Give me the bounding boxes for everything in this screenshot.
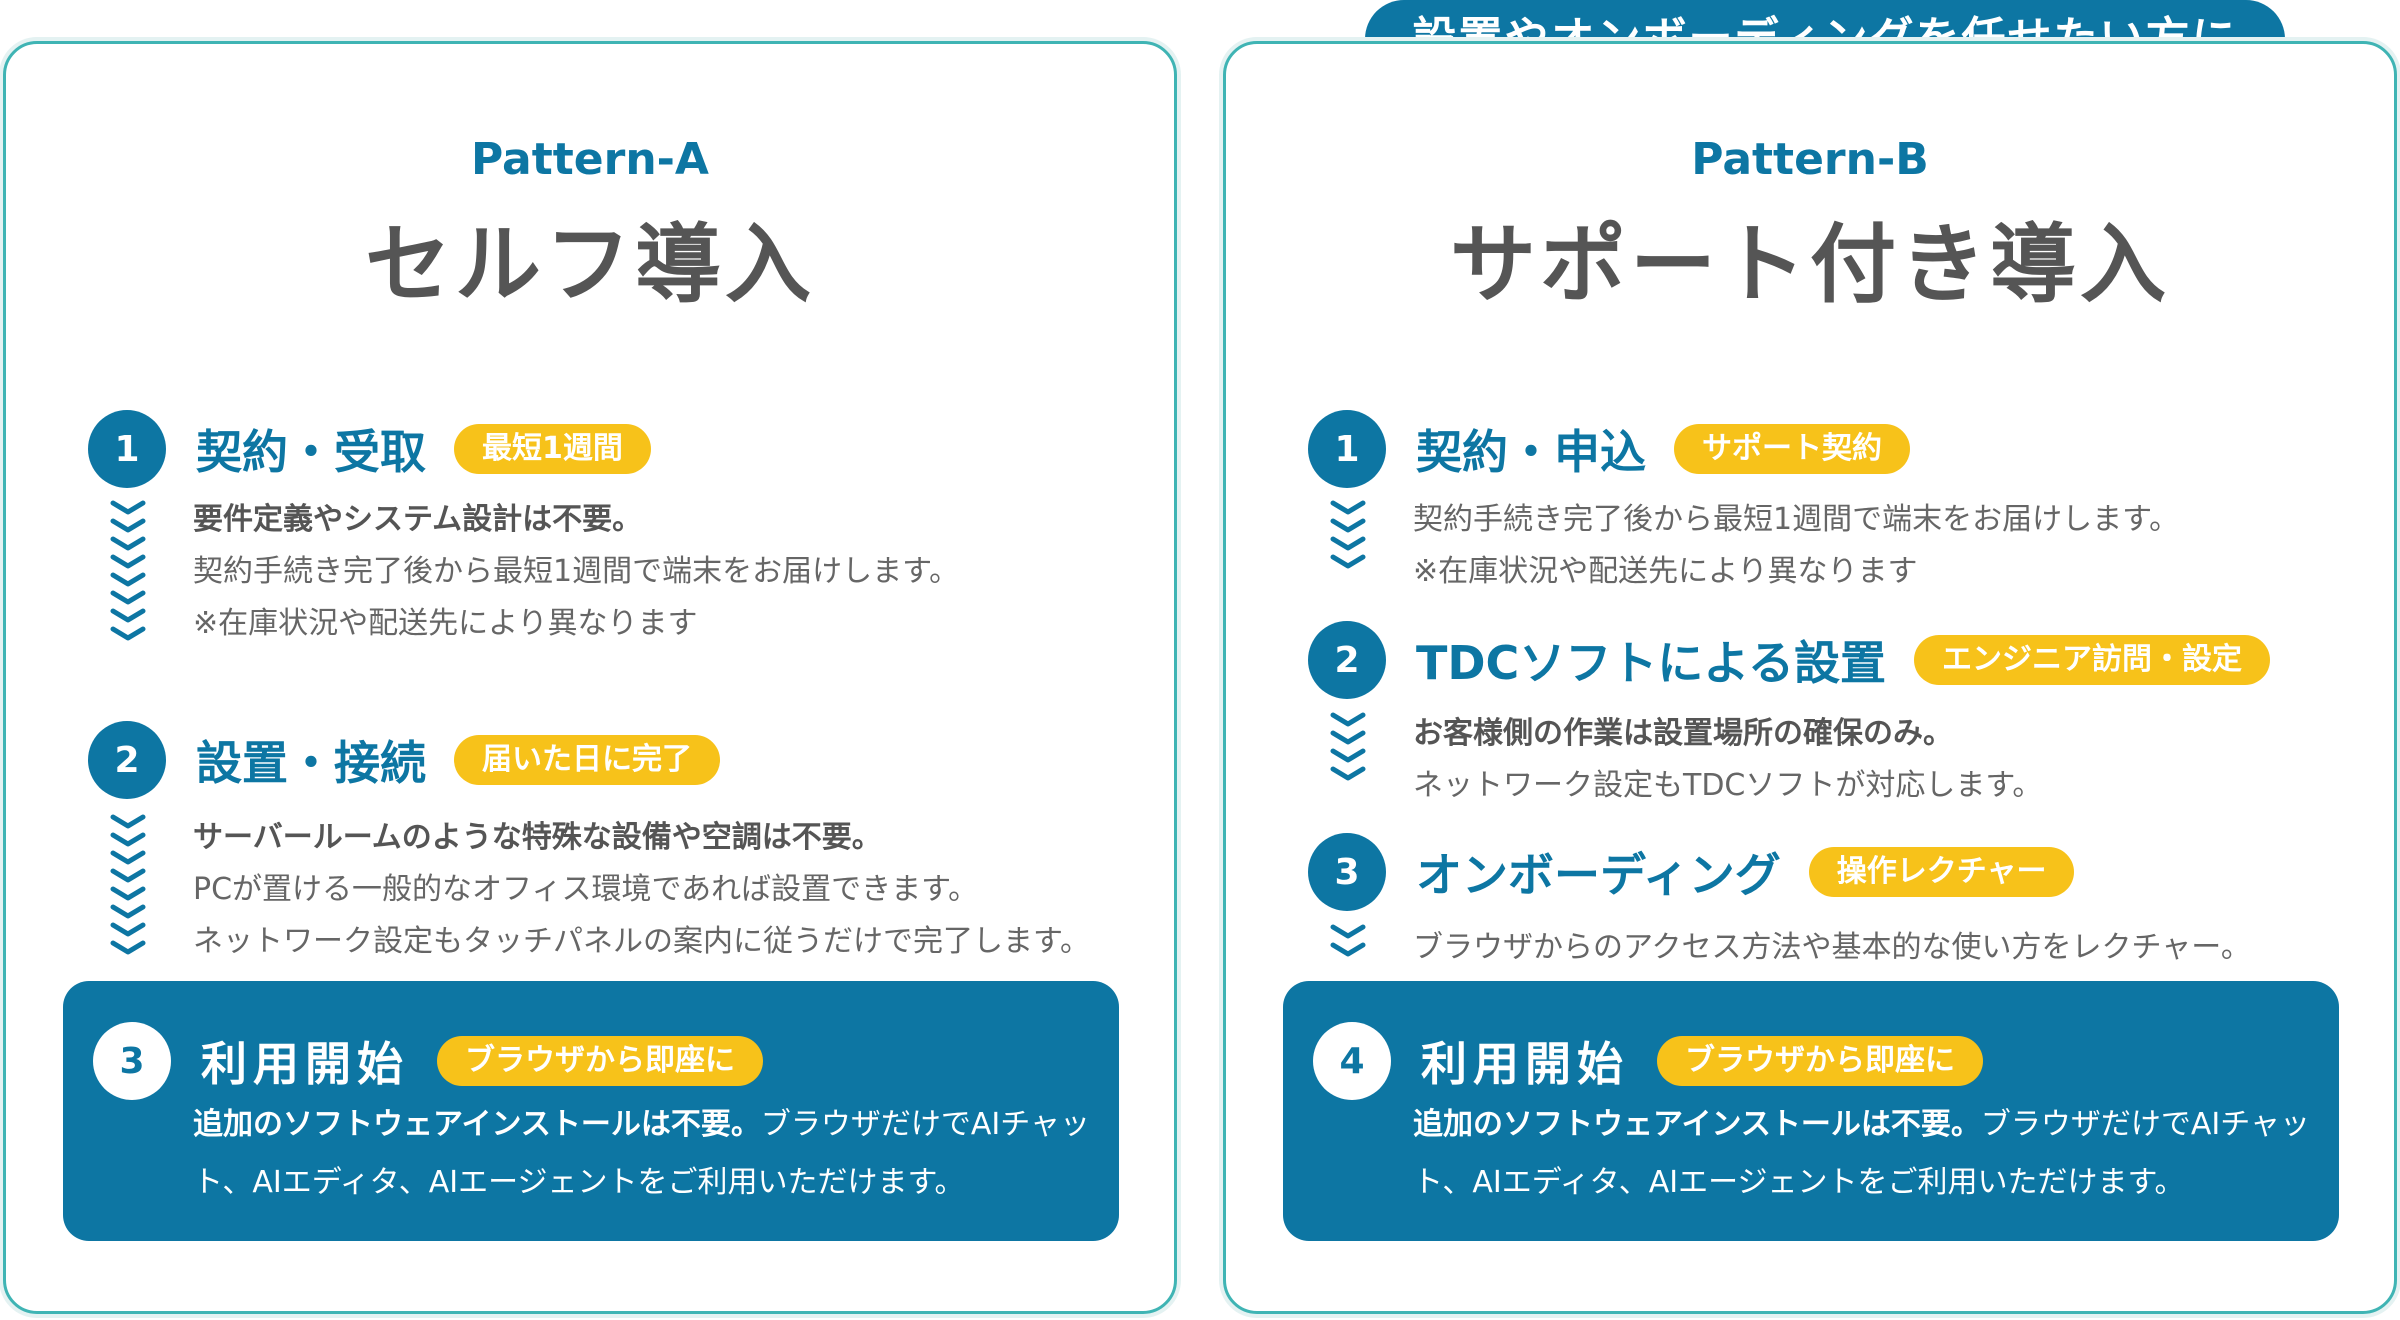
pattern-a-step-2-body: サーバールームのような特殊な設備や空調は不要。 PCが置ける一般的なオフィス環境…: [193, 812, 1090, 968]
step-number: 2: [1308, 621, 1386, 699]
pattern-a-final-step: 3 利用開始 ブラウザから即座に 追加のソフトウェアインストールは不要。ブラウザ…: [63, 981, 1119, 1241]
chevron-down-icon: [110, 590, 146, 605]
step-badge: サポート契約: [1674, 424, 1910, 474]
step-number: 2: [88, 721, 166, 799]
pattern-b-step-3-header: 3 オンボーディング 操作レクチャー: [1308, 832, 2075, 912]
chevron-down-icon: [110, 922, 146, 937]
chevron-down-icon: [110, 868, 146, 883]
step-title: 利用開始: [201, 1037, 409, 1091]
pattern-b-label: Pattern-B: [1691, 134, 1929, 185]
step-title: TDCソフトによる設置: [1416, 636, 1886, 690]
pattern-b-step-1-chevrons: [1330, 500, 1366, 569]
chevron-down-icon: [1330, 712, 1366, 727]
chevron-down-icon: [110, 518, 146, 533]
chevron-down-icon: [1330, 730, 1366, 745]
pattern-a-title: セルフ導入: [365, 215, 815, 315]
pattern-b-step-1-header: 1 契約・申込 サポート契約: [1308, 409, 1910, 489]
pattern-b-step-3-body: ブラウザからのアクセス方法や基本的な使い方をレクチャー。: [1413, 922, 2251, 974]
pattern-a-step-1-header: 1 契約・受取 最短1週間: [88, 409, 651, 489]
final-step-text: 追加のソフトウェアインストールは不要。ブラウザだけでAIチャット、AIエディタ、…: [1413, 1096, 2313, 1212]
chevron-down-icon: [1330, 766, 1366, 781]
step-badge: ブラウザから即座に: [1657, 1036, 1983, 1086]
chevron-down-icon: [110, 500, 146, 515]
step-body-strong: サーバールームのような特殊な設備や空調は不要。: [193, 820, 882, 855]
pattern-a-step-3-header: 3 利用開始 ブラウザから即座に: [93, 1021, 763, 1101]
pattern-b-final-step: 4 利用開始 ブラウザから即座に 追加のソフトウェアインストールは不要。ブラウザ…: [1283, 981, 2339, 1241]
step-number: 1: [1308, 410, 1386, 488]
pattern-b-step-1-body: 契約手続き完了後から最短1週間で端末をお届けします。 ※在庫状況や配送先により異…: [1413, 494, 2179, 598]
pattern-b-step-2-chevrons: [1330, 712, 1366, 781]
pattern-a-step-2-chevrons: [110, 814, 146, 955]
chevron-down-icon: [1330, 518, 1366, 533]
step-body-line: ネットワーク設定もタッチパネルの案内に従うだけで完了します。: [193, 924, 1090, 959]
step-body-line: 契約手続き完了後から最短1週間で端末をお届けします。: [193, 554, 960, 589]
step-badge: 最短1週間: [454, 424, 651, 474]
step-title: 契約・申込: [1416, 425, 1646, 479]
pattern-a-step-2-header: 2 設置・接続 届いた日に完了: [88, 720, 720, 800]
chevron-down-icon: [110, 832, 146, 847]
step-body-line: ※在庫状況や配送先により異なります: [1413, 554, 1918, 589]
chevron-down-icon: [1330, 554, 1366, 569]
chevron-down-icon: [110, 554, 146, 569]
step-body-line: ブラウザからのアクセス方法や基本的な使い方をレクチャー。: [1413, 930, 2251, 965]
step-body-strong: 要件定義やシステム設計は不要。: [193, 502, 643, 537]
step-title: 設置・接続: [196, 736, 426, 790]
pattern-a-label: Pattern-A: [470, 134, 709, 185]
final-step-rest: ブラウザだけでAIチャット、AIエディタ、AIエージェントをご利用いただけます。: [193, 1107, 1090, 1200]
final-step-rest: ブラウザだけでAIチャット、AIエディタ、AIエージェントをご利用いただけます。: [1413, 1107, 2310, 1200]
step-title: オンボーディング: [1416, 848, 1781, 902]
chevron-down-icon: [110, 850, 146, 865]
chevron-down-icon: [1330, 924, 1366, 939]
step-body-line: ※在庫状況や配送先により異なります: [193, 606, 698, 641]
chevron-down-icon: [1330, 748, 1366, 763]
pattern-b-step-3-chevrons: [1330, 924, 1366, 957]
step-body-line: 契約手続き完了後から最短1週間で端末をお届けします。: [1413, 502, 2180, 537]
chevron-down-icon: [110, 886, 146, 901]
chevron-down-icon: [1330, 536, 1366, 551]
final-step-strong: 追加のソフトウェアインストールは不要。: [193, 1107, 761, 1142]
chevron-down-icon: [110, 904, 146, 919]
pattern-b-step-2-body: お客様側の作業は設置場所の確保のみ。 ネットワーク設定もTDCソフトが対応します…: [1413, 708, 2042, 812]
step-badge: 操作レクチャー: [1808, 847, 2075, 897]
step-badge: 届いた日に完了: [454, 735, 720, 785]
step-badge: エンジニア訪問・設定: [1913, 635, 2270, 685]
step-number: 1: [88, 410, 166, 488]
chevron-down-icon: [1330, 942, 1366, 957]
step-title: 契約・受取: [196, 425, 426, 479]
step-number: 4: [1313, 1022, 1391, 1100]
step-number: 3: [93, 1022, 171, 1100]
chevron-down-icon: [110, 626, 146, 641]
pattern-b-step-4-header: 4 利用開始 ブラウザから即座に: [1313, 1021, 1983, 1101]
chevron-down-icon: [110, 814, 146, 829]
step-badge: ブラウザから即座に: [437, 1036, 763, 1086]
final-step-strong: 追加のソフトウェアインストールは不要。: [1413, 1107, 1981, 1142]
chevron-down-icon: [110, 572, 146, 587]
step-number: 3: [1308, 833, 1386, 911]
step-body-line: ネットワーク設定もTDCソフトが対応します。: [1413, 768, 2043, 803]
final-step-text: 追加のソフトウェアインストールは不要。ブラウザだけでAIチャット、AIエディタ、…: [193, 1096, 1093, 1212]
pattern-a-step-1-body: 要件定義やシステム設計は不要。 契約手続き完了後から最短1週間で端末をお届けしま…: [193, 494, 959, 650]
chevron-down-icon: [110, 940, 146, 955]
chevron-down-icon: [1330, 500, 1366, 515]
step-body-line: PCが置ける一般的なオフィス環境であれば設置できます。: [193, 872, 979, 907]
chevron-down-icon: [110, 608, 146, 623]
pattern-b-title: サポート付き導入: [1450, 215, 2170, 315]
pattern-b-step-2-header: 2 TDCソフトによる設置 エンジニア訪問・設定: [1308, 620, 2270, 700]
chevron-down-icon: [110, 536, 146, 551]
step-body-strong: お客様側の作業は設置場所の確保のみ。: [1413, 716, 1953, 751]
pattern-a-step-1-chevrons: [110, 500, 146, 641]
step-title: 利用開始: [1421, 1037, 1629, 1091]
pattern-a-card: Pattern-A セルフ導入 1 契約・受取 最短1週間 要件定義やシステム設…: [3, 41, 1177, 1314]
pattern-b-card: Pattern-B サポート付き導入 1 契約・申込 サポート契約 契約手続き完…: [1223, 41, 2397, 1314]
